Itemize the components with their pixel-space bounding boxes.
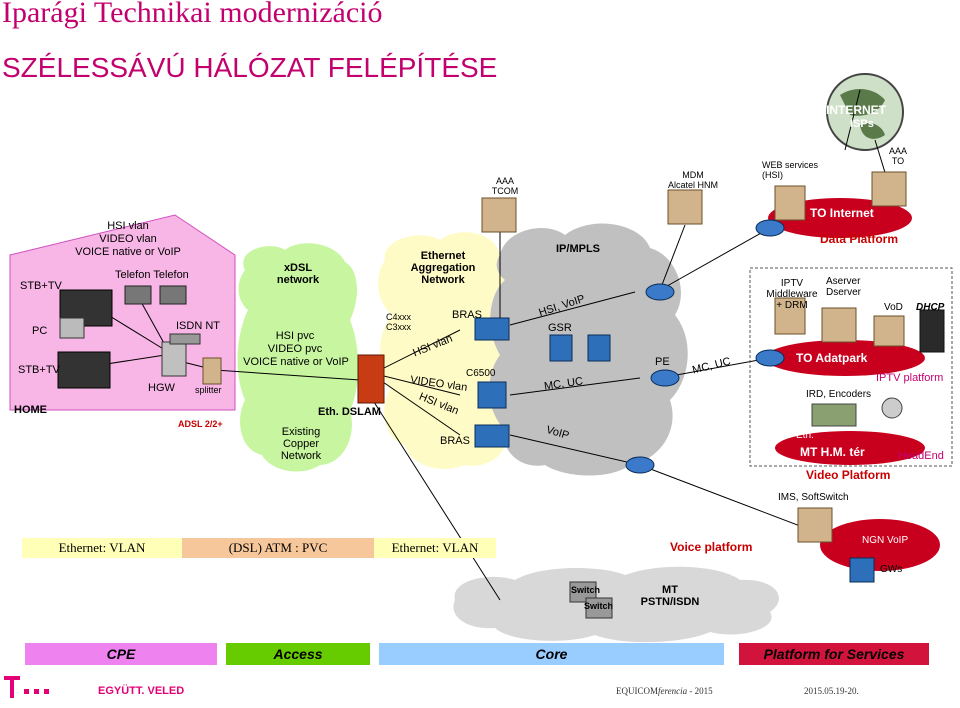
- xdsl-cloud: [237, 243, 359, 472]
- server-boxes: [481, 171, 907, 543]
- c4xxx-label: C4xxx C3xxx: [386, 312, 412, 332]
- home-isdn-nt: ISDN NT: [176, 320, 220, 332]
- dslam: [357, 354, 385, 404]
- headend-disk: [775, 431, 925, 465]
- phone-1: [124, 285, 152, 305]
- gsr-2: [587, 334, 611, 362]
- switch-1-label: Switch: [571, 585, 601, 595]
- pstn-label: MT PSTN/ISDN: [640, 584, 700, 608]
- adatpark-disk: [765, 340, 925, 376]
- pstn-cloud: [453, 566, 779, 643]
- vod-label: VoD: [884, 302, 903, 313]
- bras-1: [474, 317, 510, 341]
- gsr-1: [549, 334, 573, 362]
- aaa-tcom-label: AAA TCOM: [491, 176, 519, 196]
- ipmpls-label: IP/MPLS: [556, 243, 601, 255]
- video-platform-label: Video Platform: [806, 468, 891, 482]
- voice-platform-label: Voice platform: [670, 540, 753, 554]
- eth-agg-title: Ethernet Aggregation Network: [410, 250, 476, 286]
- encoders: [811, 403, 857, 427]
- dhcp-server: [919, 309, 945, 353]
- video-platform-box: [749, 267, 953, 467]
- bar-core: Core: [379, 643, 724, 665]
- data-platform-label: Data Platform: [820, 232, 899, 246]
- hgw-box: [161, 341, 187, 377]
- home-hsi-vlan: HSI vlan: [107, 220, 149, 232]
- switch-2-box: [585, 597, 613, 619]
- iptv-platform-label: IPTV platform: [876, 372, 944, 384]
- band-ethernet-2: Ethernet: VLAN: [374, 538, 496, 558]
- band-atm: (DSL) ATM : PVC: [182, 538, 374, 558]
- home-label: HOME: [14, 404, 47, 416]
- eth-label: Eth.: [796, 430, 814, 441]
- iptv-middleware-label: IPTV Middleware + DRM: [766, 278, 818, 311]
- satellite-dish: [881, 397, 903, 419]
- home-voice: VOICE native or VoIP: [75, 246, 181, 258]
- home-video-vlan: VIDEO vlan: [99, 233, 157, 245]
- xdsl-voice: VOICE native or VoIP: [243, 356, 349, 368]
- dslam-label: Eth. DSLAM: [318, 406, 381, 418]
- home-telefon: Telefon Telefon: [115, 269, 189, 281]
- routers: [625, 219, 785, 474]
- web-services-label: WEB services (HSI): [762, 160, 819, 180]
- pe-label: PE: [655, 356, 670, 368]
- c6500-label: C6500: [466, 368, 496, 379]
- xdsl-video-pvc: VIDEO pvc: [267, 343, 323, 355]
- isps-label: ISPs: [850, 118, 874, 130]
- dhcp-label: DHCP: [916, 302, 945, 313]
- bras-2-label: BRAS: [440, 435, 470, 447]
- to-adatpark-label: TO Adatpark: [796, 351, 868, 365]
- xdsl-hsi-pvc: HSI pvc: [275, 330, 315, 342]
- switch-2-label: Switch: [584, 601, 614, 611]
- home-pc: PC: [32, 325, 48, 337]
- headend-label: HeadEnd: [898, 450, 944, 462]
- to-internet-label: TO Internet: [810, 206, 874, 220]
- mdm-label: MDM Alcatel HNM: [667, 170, 718, 190]
- pc: [59, 317, 85, 339]
- bar-platform: Platform for Services: [739, 643, 929, 665]
- bras-2: [474, 424, 510, 448]
- footer-conference: EQUICOMferencia - 2015: [616, 686, 713, 696]
- band-ethernet-1: Ethernet: VLAN: [22, 538, 182, 558]
- switch-1-box: [569, 581, 597, 603]
- mt-hm-label: MT H.M. tér: [800, 445, 865, 459]
- page-subtitle: SZÉLESSÁVÚ HÁLÓZAT FELÉPÍTÉSE: [2, 52, 498, 83]
- tv-2: [57, 351, 111, 389]
- splitter-box: [202, 357, 222, 385]
- isdn-nt-box: [169, 333, 201, 345]
- home-stb-tv-1: STB+TV: [20, 280, 62, 292]
- gws-box: [849, 557, 875, 583]
- adsl-label: ADSL 2/2+: [178, 419, 223, 429]
- bras-1-label: BRAS: [452, 309, 482, 321]
- telekom-logo: [4, 676, 49, 698]
- page-title: Iparági Technikai modernizáció: [2, 0, 383, 29]
- home-stb-tv-2: STB+TV: [18, 364, 60, 376]
- ird-encoders-label: IRD, Encoders: [806, 389, 872, 400]
- c6500-switch: [477, 381, 507, 409]
- footer-brand: EGYÜTT. VELED: [98, 685, 185, 697]
- bar-cpe: CPE: [25, 643, 217, 665]
- gws-label: GWs: [880, 564, 903, 575]
- home-hgw: HGW: [148, 382, 175, 394]
- footer-date: 2015.05.19-20.: [804, 686, 859, 696]
- gsr-label: GSR: [548, 322, 572, 334]
- phone-2: [159, 285, 187, 305]
- ethernet-aggregation-cloud: [378, 232, 518, 469]
- aserver-label: Aserver Dserver: [826, 276, 862, 298]
- bar-access: Access: [226, 643, 370, 665]
- aaa-to-label: AAA TO: [888, 146, 907, 166]
- copper-label: Existing Copper Network: [280, 426, 322, 462]
- ims-label: IMS, SoftSwitch: [778, 492, 849, 503]
- ngn-voip-label: NGN VoIP: [862, 535, 909, 546]
- xdsl-title: xDSL network: [276, 262, 320, 286]
- internet-label: INTERNET: [826, 103, 886, 117]
- home-splitter: splitter: [195, 385, 222, 395]
